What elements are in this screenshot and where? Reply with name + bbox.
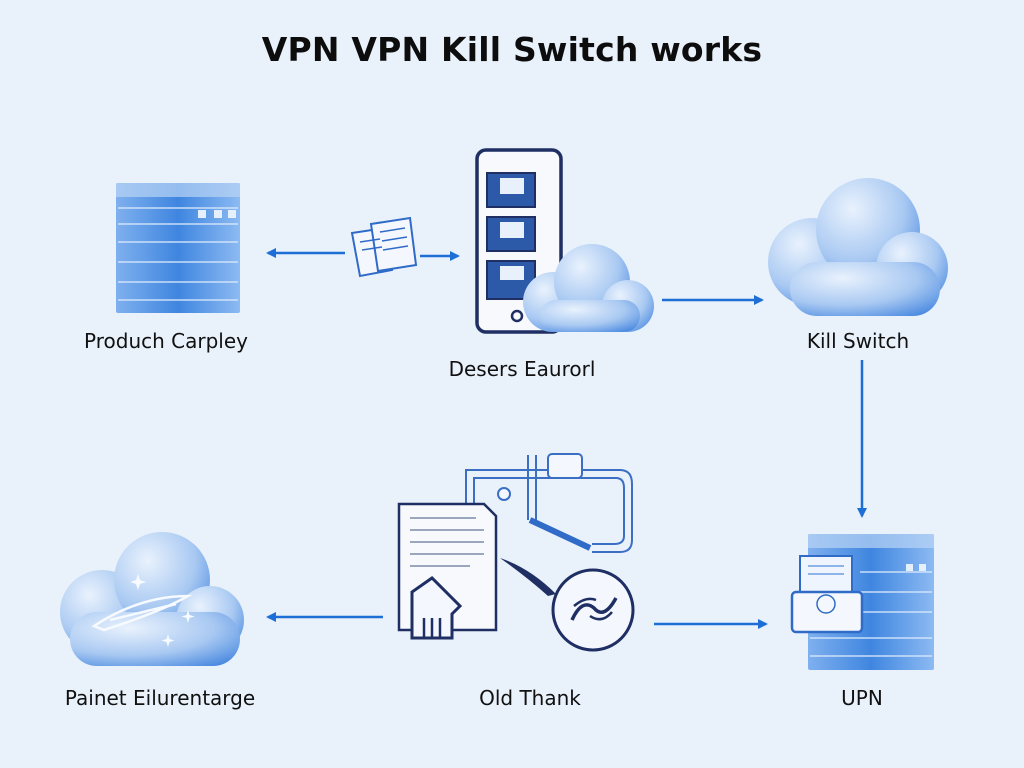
node-label-kill-switch: Kill Switch bbox=[806, 329, 910, 353]
cloud-icon bbox=[523, 244, 654, 332]
document-icon bbox=[397, 502, 498, 640]
swoosh-arrow bbox=[500, 558, 556, 596]
node-label-old-thank: Old Thank bbox=[479, 686, 581, 710]
node-label-painet-eilurentarge: Painet Eilurentarge bbox=[64, 686, 256, 710]
node-label-desers-eaurorl: Desers Eaurorl bbox=[448, 357, 596, 381]
documents-icon bbox=[350, 216, 418, 278]
node-label-produch-carpley: Produch Carpley bbox=[84, 329, 248, 353]
switch-badge-icon bbox=[551, 568, 635, 652]
sparkle-icon bbox=[130, 574, 195, 647]
pipe-connector-icon bbox=[465, 453, 633, 553]
server-rack-icon bbox=[116, 183, 240, 313]
node-label-upn: UPN bbox=[841, 686, 883, 710]
plane-icon bbox=[91, 594, 193, 632]
certificate-icon bbox=[790, 555, 864, 634]
diagram-title: VPN VPN Kill Switch works bbox=[261, 30, 763, 69]
cloud-icon bbox=[768, 178, 948, 316]
